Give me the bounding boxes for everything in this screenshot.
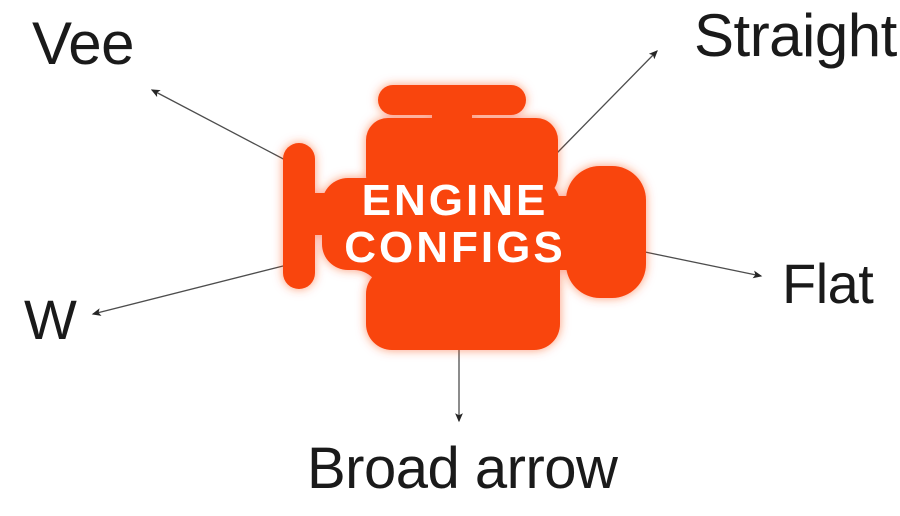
callout-arrows — [91, 50, 763, 423]
arrow-line-straight — [556, 50, 658, 154]
arrow-line-w — [91, 263, 292, 316]
callout-label-broad-arrow: Broad arrow — [307, 436, 618, 501]
engine-right-bridge — [540, 196, 588, 270]
engine-icon — [283, 85, 646, 350]
arrow-line-vee — [150, 89, 292, 164]
engine-caption-line1: ENGINE — [362, 176, 549, 225]
callout-label-flat: Flat — [782, 252, 874, 315]
callout-label-w: W — [24, 288, 77, 351]
engine-oil-pan — [366, 268, 560, 350]
engine-left-pillar — [283, 143, 315, 289]
arrow-line-flat — [644, 251, 763, 279]
engine-icon-caption: ENGINE CONFIGS — [344, 176, 565, 272]
callout-label-vee: Vee — [32, 10, 134, 77]
callout-label-straight: Straight — [694, 2, 897, 69]
engine-top-cap — [378, 85, 526, 115]
engine-caption-line2: CONFIGS — [344, 223, 565, 272]
